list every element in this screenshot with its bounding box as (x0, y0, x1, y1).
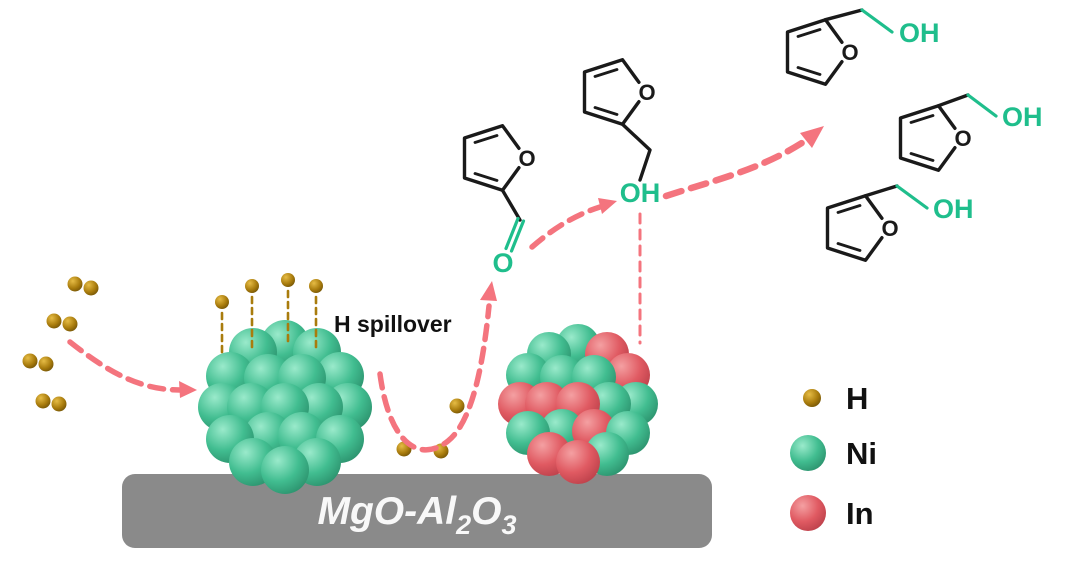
h-atom-dot (245, 279, 259, 293)
legend-item-h: H (803, 381, 868, 416)
h-atom-dot (309, 279, 323, 293)
product-molecules: O OH O OH O OH (785, 8, 1043, 262)
h-atom-dot (22, 353, 38, 369)
ring-double-bond (796, 28, 822, 38)
support-formula-sub1: 2 (455, 510, 471, 540)
ch2-bond (823, 8, 864, 22)
arrowhead (598, 198, 617, 214)
ch2-bond (863, 184, 899, 198)
c-oh-bond (860, 8, 894, 34)
ring-oxygen-label: O (518, 146, 535, 171)
ni-legend-sphere (790, 435, 826, 471)
in-sphere (556, 440, 600, 484)
ni-in-cluster (498, 324, 658, 484)
hydroxyl-label: OH (620, 178, 661, 208)
ch2-bond (620, 122, 652, 182)
ring-oxygen-label: O (638, 80, 655, 105)
support-formula-sub2: 3 (501, 510, 516, 540)
support-formula: MgO-Al2O3 (317, 490, 516, 540)
aldehyde-bond (500, 188, 522, 222)
h-atom-dot (281, 273, 295, 287)
legend-label-h: H (846, 381, 868, 416)
furfural-to-alcohol-arrow (529, 204, 603, 250)
ring-oxygen-label: O (954, 126, 971, 151)
legend-label-in: In (846, 496, 874, 531)
furan-ring: O (898, 104, 972, 172)
ni-cluster (198, 320, 372, 494)
legend-item-ni: Ni (790, 435, 877, 471)
carbonyl-double-bond (504, 216, 520, 251)
h-atom-dot (62, 316, 78, 332)
ni-sphere (261, 446, 309, 494)
h-atom-dot (35, 393, 51, 409)
furan-ring: O (785, 18, 859, 86)
ring-double-bond (473, 134, 499, 144)
spillover-to-furfural-arrow (377, 303, 492, 453)
carbonyl-double-bond (509, 219, 526, 253)
furan-ring: O (825, 194, 899, 262)
ring-bonds (785, 18, 844, 86)
furfuryl-alcohol-product: O OH (785, 8, 940, 86)
furan-ring: O (582, 58, 656, 126)
h-atom-dot (51, 396, 67, 412)
h2-to-ni-arrow (67, 339, 183, 393)
ring-double-bond (836, 242, 862, 252)
ring-bonds (582, 58, 641, 126)
reaction-arrows (67, 126, 824, 453)
ring-oxygen-label: O (841, 40, 858, 65)
furfuryl-alcohol-product: O OH (898, 93, 1043, 172)
h-atom-dot (46, 313, 62, 329)
hydroxyl-label: OH (1002, 102, 1043, 132)
arrowhead (800, 126, 824, 148)
arrowhead (480, 281, 497, 301)
ring-bonds (462, 124, 521, 192)
ring-double-bond (593, 106, 619, 116)
furfural-molecule: O O (462, 124, 536, 278)
h-legend-dot (803, 389, 821, 407)
support-slab (122, 474, 712, 548)
arrowhead (179, 381, 197, 398)
hydroxyl-label: OH (899, 18, 940, 48)
ring-double-bond (796, 66, 822, 76)
ring-double-bond (836, 204, 862, 214)
ring-double-bond (909, 114, 935, 124)
ring-double-bond (593, 68, 619, 78)
furfuryl-alcohol-product: O OH (825, 184, 974, 262)
h-atom-dot (67, 276, 83, 292)
h2-molecules (22, 276, 99, 412)
h-atom-dot (83, 280, 99, 296)
h-atom-dot (449, 398, 465, 414)
in-legend-sphere (790, 495, 826, 531)
hydroxyl-label: OH (933, 194, 974, 224)
legend-label-ni: Ni (846, 436, 877, 471)
c-oh-bond (895, 184, 929, 210)
ring-oxygen-label: O (881, 216, 898, 241)
carbonyl-oxygen-label: O (492, 248, 513, 278)
ring-double-bond (473, 172, 499, 182)
ring-bonds (825, 194, 884, 262)
support-formula-base2: O (471, 490, 501, 533)
c-oh-bond (966, 93, 998, 118)
ring-double-bond (909, 152, 935, 162)
support-bar: MgO-Al2O3 (122, 474, 712, 548)
h-spillover-label: H spillover (334, 311, 452, 337)
h-atom-dot (215, 295, 229, 309)
support-formula-base1: MgO-Al (317, 490, 457, 533)
legend: H Ni In (790, 381, 877, 531)
legend-item-in: In (790, 495, 874, 531)
ch2-bond (936, 93, 970, 108)
h-atom-dot (38, 356, 54, 372)
to-products-arrow (662, 137, 809, 200)
ring-bonds (898, 104, 957, 172)
furan-ring: O (462, 124, 536, 192)
furfuryl-alcohol-intermediate: O OH (582, 58, 661, 208)
spillover-h-dots (215, 273, 323, 354)
